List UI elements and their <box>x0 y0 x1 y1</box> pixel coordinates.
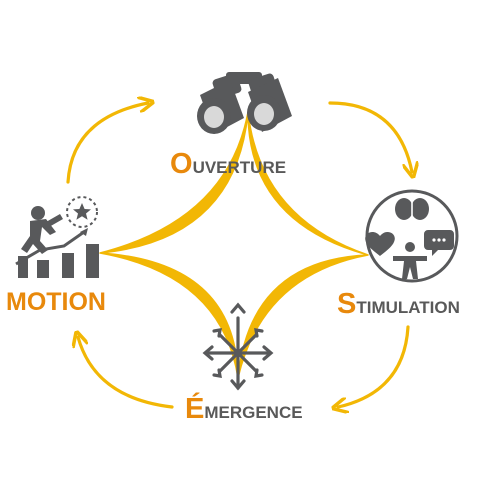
speech-bubble-icon <box>424 230 454 256</box>
stage-label-ouverture: OUVERTURE <box>170 150 286 179</box>
cycle-arrow-motion-to-ouverture <box>66 103 148 184</box>
stage-rest: TIMULATION <box>356 298 460 317</box>
cycle-arrow-emergence-to-motion <box>78 337 174 409</box>
person-icon <box>393 242 427 279</box>
cycle-arrow-ouverture-to-stimulation <box>328 101 412 172</box>
climbing-person-chart-icon <box>15 196 99 278</box>
binoculars-icon <box>197 72 292 134</box>
stage-initial: O <box>170 148 193 180</box>
stage-rest: MERGENCE <box>204 403 303 422</box>
brain-icon <box>395 198 429 220</box>
stage-initial: É <box>185 393 205 425</box>
stage-label-motion: MOTION <box>6 290 106 315</box>
directions-arrows-icon <box>202 302 274 391</box>
stage-label-stimulation: STIMULATION <box>337 290 460 319</box>
stage-label-emergence: ÉMERGENCE <box>185 395 303 424</box>
stage-rest: UVERTURE <box>192 158 287 177</box>
stage-rest: MOTION <box>6 288 106 316</box>
cycle-arrow-stimulation-to-emergence <box>338 325 410 407</box>
heart-icon <box>365 231 395 256</box>
head-heart-speech-icon <box>365 189 459 283</box>
stage-initial: S <box>337 288 357 320</box>
